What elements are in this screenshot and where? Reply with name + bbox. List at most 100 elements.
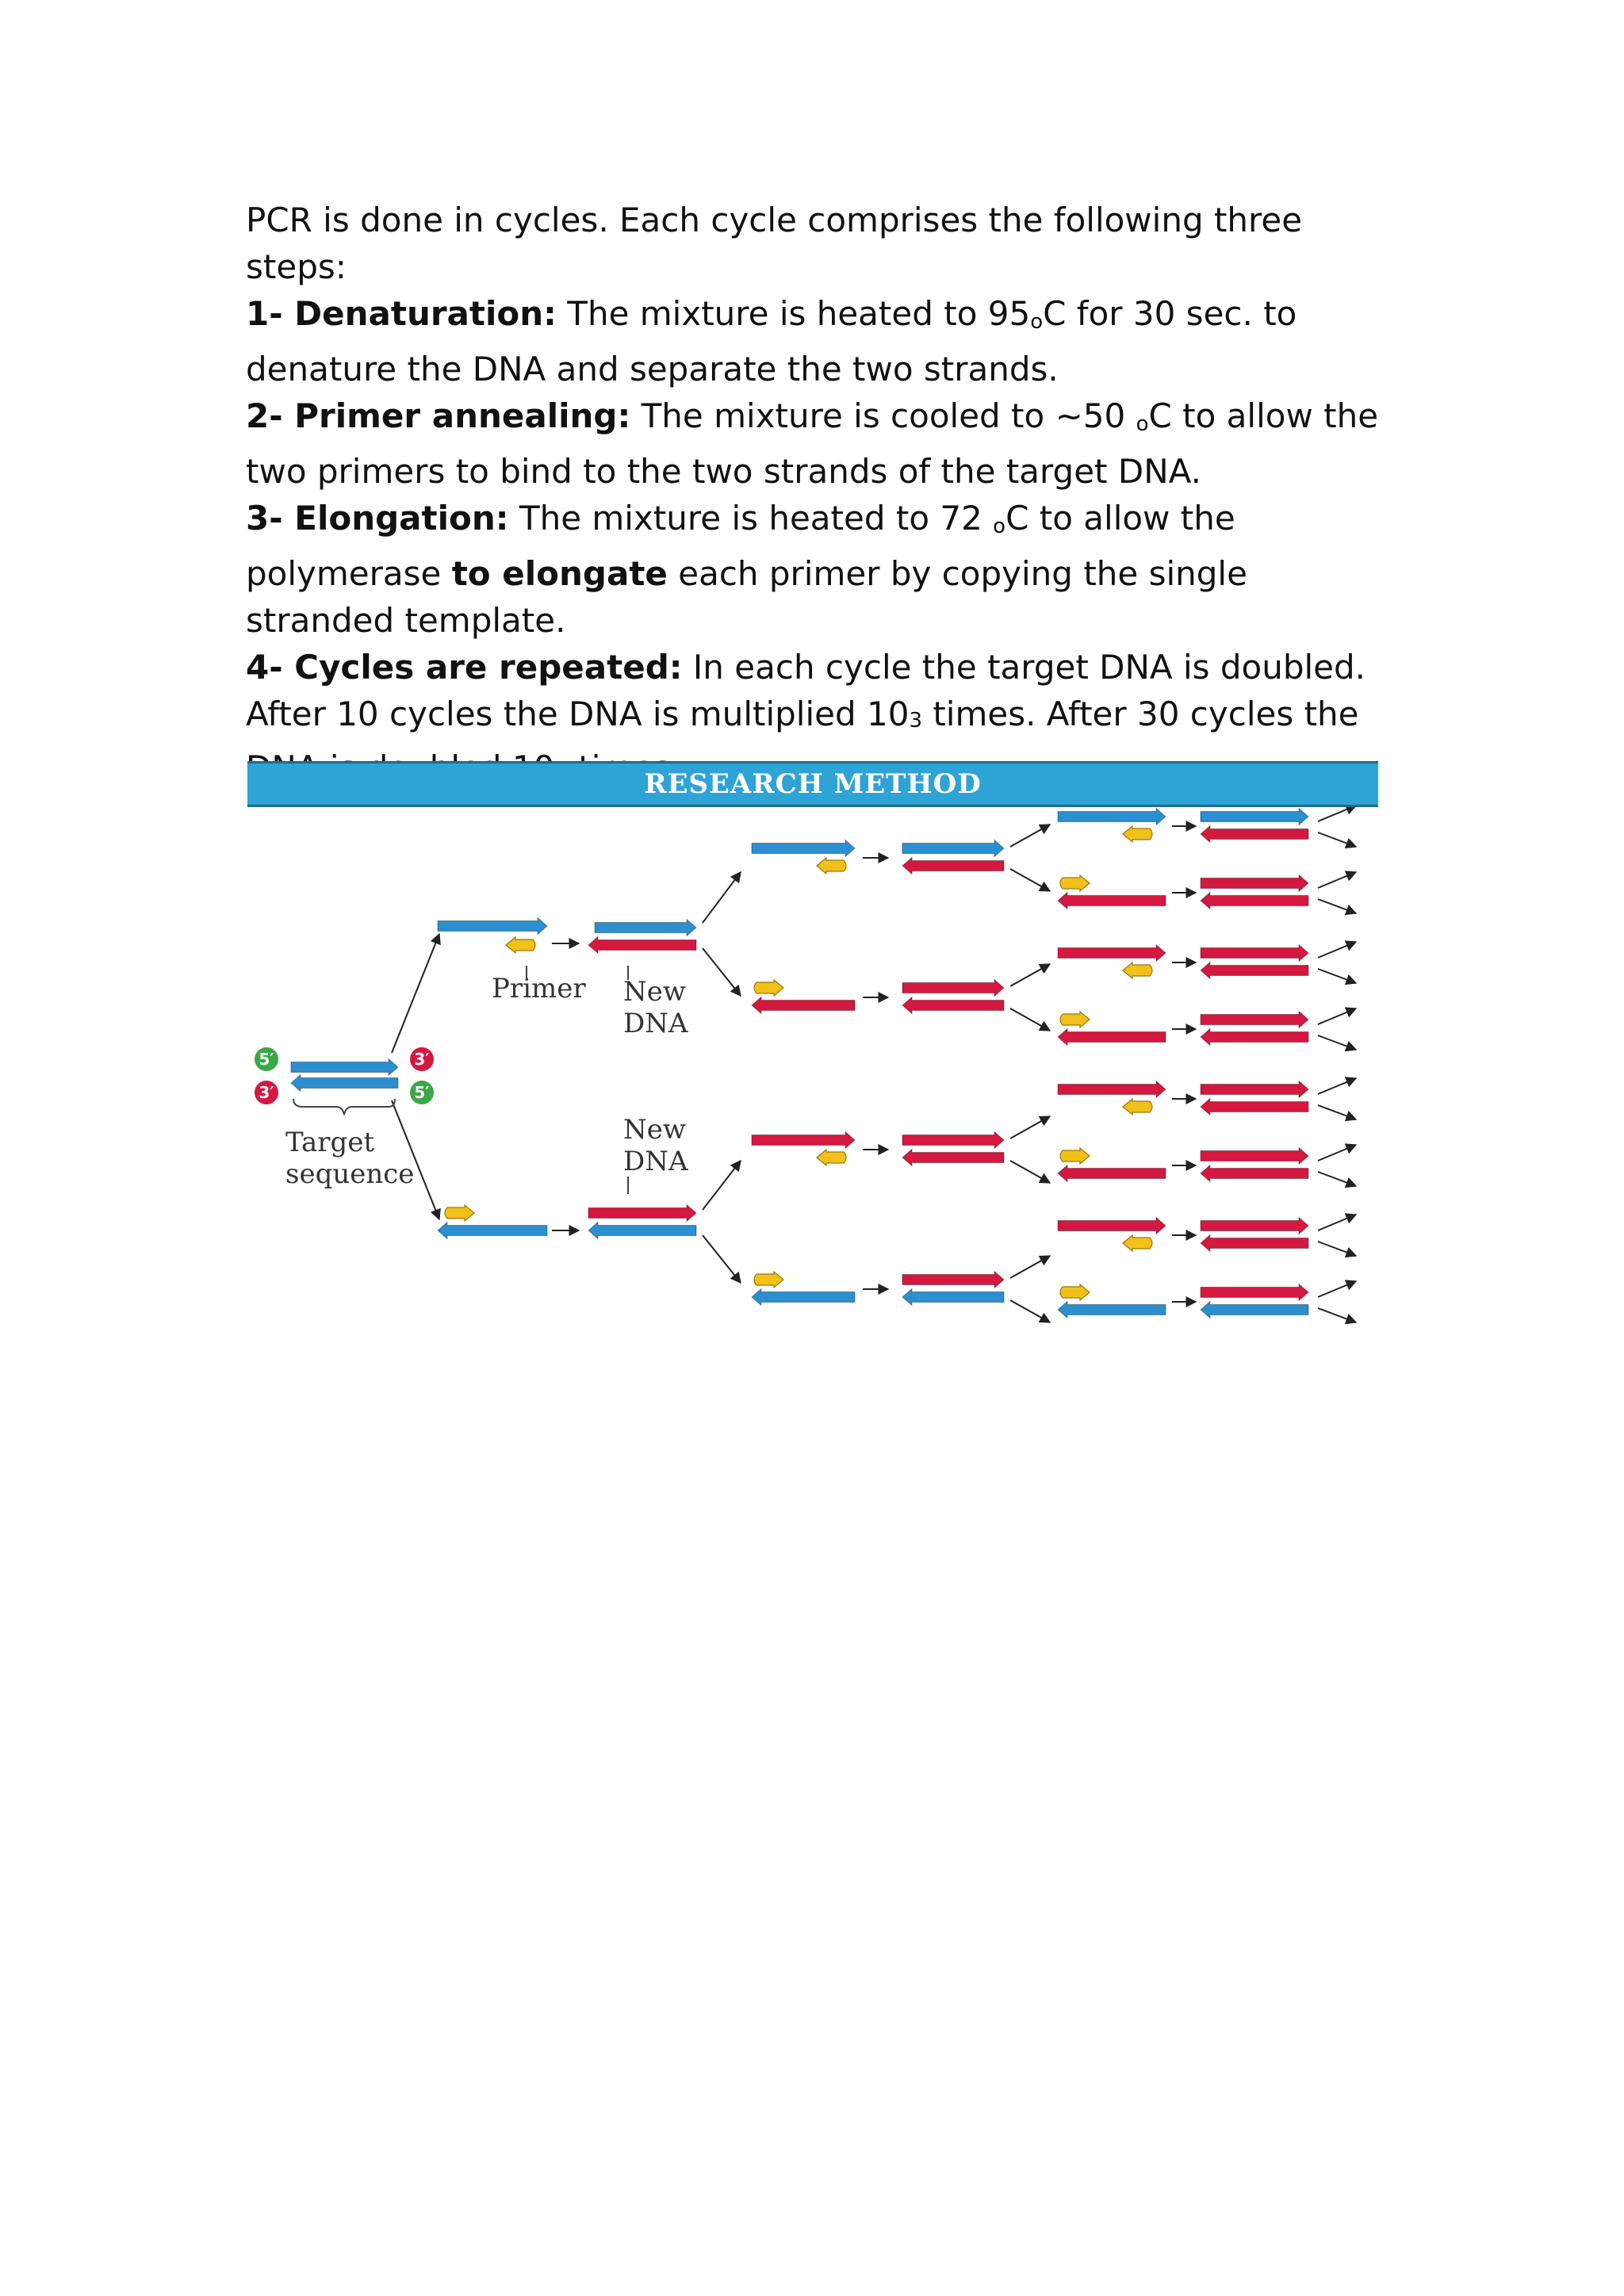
flow-arrow bbox=[1317, 1035, 1358, 1052]
new-strand bbox=[902, 1131, 1005, 1150]
new-strand bbox=[1200, 1080, 1309, 1099]
intro-line: PCR is done in cycles. Each cycle compri… bbox=[246, 201, 1303, 286]
step-text: each primer by copying the single strand… bbox=[246, 554, 1247, 640]
template-strand bbox=[902, 1288, 1005, 1307]
three-prime-marker bbox=[410, 1047, 434, 1071]
figure-banner: RESEARCH METHOD bbox=[247, 761, 1378, 807]
sequence-label: sequence bbox=[285, 1158, 414, 1190]
new-strand bbox=[588, 936, 697, 955]
flow-arrow bbox=[1317, 1280, 1358, 1298]
flow-arrow bbox=[702, 871, 741, 924]
three-prime-label: 3′ bbox=[414, 1050, 429, 1069]
flow-arrow bbox=[391, 932, 441, 1054]
flow-arrow bbox=[1317, 1171, 1358, 1188]
step-text: C to allow the polymerase bbox=[246, 499, 1235, 593]
new-strand bbox=[1057, 1164, 1166, 1183]
step-text: The mixture is heated to 72 bbox=[508, 499, 994, 538]
three-prime-marker bbox=[255, 1081, 278, 1104]
flow-arrow bbox=[702, 1159, 741, 1211]
primer-icon bbox=[816, 1148, 847, 1167]
primer-icon bbox=[1122, 961, 1153, 980]
template-strand bbox=[751, 1288, 856, 1307]
template-strand bbox=[437, 1221, 548, 1240]
template-strand bbox=[588, 1221, 697, 1240]
new-strand bbox=[902, 1270, 1005, 1289]
degree-mark: o bbox=[1030, 310, 1044, 334]
flow-arrow bbox=[702, 1234, 741, 1284]
primer-label: Primer bbox=[492, 973, 586, 1004]
template-strand bbox=[1057, 807, 1166, 826]
new-dna-label: DNA bbox=[623, 1146, 688, 1177]
pcr-diagram: 5′ 3′ 3′ 5′ Target sequence Primer New D… bbox=[255, 807, 1358, 1325]
primer-icon bbox=[1122, 1097, 1153, 1116]
new-strand bbox=[902, 978, 1005, 997]
new-strand bbox=[1200, 1146, 1309, 1165]
new-dna-label: New bbox=[623, 1114, 686, 1146]
flow-arrow bbox=[1317, 807, 1358, 822]
new-strand bbox=[1200, 961, 1309, 980]
flow-arrow bbox=[1317, 968, 1358, 985]
step-elongation: 3- Elongation: The mixture is heated to … bbox=[246, 495, 1388, 644]
new-strand bbox=[751, 996, 856, 1015]
step-title: 1- Denaturation: bbox=[246, 294, 557, 333]
degree-mark: o bbox=[993, 515, 1006, 538]
five-prime-label: 5′ bbox=[259, 1050, 274, 1069]
flow-arrow bbox=[391, 1100, 441, 1221]
flow-arrow bbox=[1009, 824, 1051, 848]
primer-icon bbox=[1059, 1146, 1090, 1165]
flow-arrow bbox=[1009, 963, 1051, 987]
flow-arrow bbox=[1009, 868, 1051, 892]
new-strand bbox=[1200, 874, 1309, 893]
new-strand bbox=[1200, 1097, 1309, 1116]
primer-icon bbox=[444, 1203, 475, 1223]
new-strand bbox=[1057, 1080, 1166, 1099]
step-primer-annealing: 2- Primer annealing: The mixture is cool… bbox=[246, 392, 1388, 495]
template-strand bbox=[437, 916, 548, 936]
flow-arrow bbox=[1317, 940, 1358, 959]
step-cycles-repeated: 4- Cycles are repeated: In each cycle th… bbox=[246, 644, 1388, 798]
new-strand bbox=[1200, 1027, 1309, 1047]
step-denaturation: 1- Denaturation: The mixture is heated t… bbox=[246, 290, 1388, 392]
flow-arrow bbox=[1317, 1213, 1358, 1231]
new-strand bbox=[1200, 1216, 1309, 1235]
flow-arrow bbox=[1009, 1115, 1051, 1139]
flow-arrow bbox=[1317, 1007, 1358, 1025]
step-title: 2- Primer annealing: bbox=[246, 396, 631, 435]
flow-arrow bbox=[1317, 1143, 1358, 1161]
template-strand bbox=[1200, 807, 1309, 826]
new-strand bbox=[1200, 1010, 1309, 1029]
step-title: 4- Cycles are repeated: bbox=[246, 648, 683, 687]
strands-layer bbox=[290, 807, 1309, 1319]
exponent: 3 bbox=[909, 709, 922, 733]
flow-arrow bbox=[1009, 1008, 1051, 1031]
flow-arrow bbox=[702, 947, 741, 997]
pcr-figure: RESEARCH METHOD 5′ 3′ 3′ 5′ Target seque… bbox=[247, 761, 1380, 1395]
template-strand bbox=[751, 839, 856, 858]
flow-arrow bbox=[1317, 1307, 1358, 1325]
primer-icon bbox=[753, 978, 784, 997]
new-strand bbox=[902, 856, 1005, 875]
flow-arrow bbox=[1009, 1160, 1051, 1184]
primer-icon bbox=[1059, 874, 1090, 893]
step-text: The mixture is heated to 95 bbox=[556, 294, 1031, 333]
template-strand bbox=[290, 1058, 399, 1077]
step-text: C to allow the two primers to bind to th… bbox=[246, 396, 1379, 491]
end-markers: 5′ 3′ 3′ 5′ bbox=[255, 1047, 434, 1104]
template-strand bbox=[1057, 1300, 1166, 1319]
new-strand bbox=[1200, 943, 1309, 962]
flow-arrow bbox=[1317, 1241, 1358, 1258]
five-prime-label: 5′ bbox=[414, 1083, 429, 1102]
flow-arrow bbox=[1317, 898, 1358, 916]
flow-arrow bbox=[1009, 1255, 1051, 1279]
step-emphasis: to elongate bbox=[451, 554, 668, 593]
primer-icon bbox=[1059, 1283, 1090, 1302]
flow-arrow bbox=[1317, 1104, 1358, 1122]
template-strand bbox=[902, 839, 1005, 858]
new-strand bbox=[751, 1131, 856, 1150]
primers-layer bbox=[444, 825, 1153, 1302]
arrows-layer bbox=[391, 807, 1358, 1325]
new-strand bbox=[1057, 1216, 1166, 1235]
new-strand bbox=[902, 996, 1005, 1015]
new-dna-label: New bbox=[623, 976, 686, 1008]
step-title: 3- Elongation: bbox=[246, 499, 509, 538]
